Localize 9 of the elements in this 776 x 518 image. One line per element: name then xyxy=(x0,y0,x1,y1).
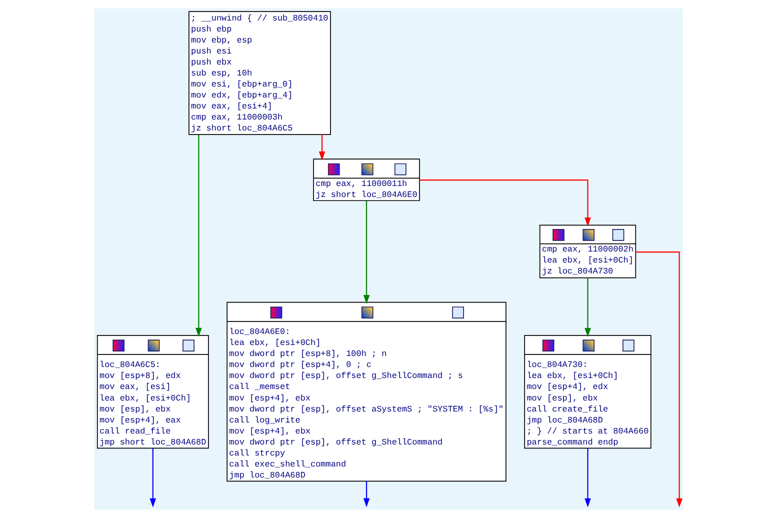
arrow xyxy=(195,134,202,337)
arrow xyxy=(635,252,682,508)
arrow xyxy=(362,481,370,508)
arrow xyxy=(149,448,156,508)
arrow xyxy=(584,278,590,337)
arrow xyxy=(318,134,325,161)
arrow xyxy=(362,200,370,304)
arrow xyxy=(419,180,590,227)
arrow xyxy=(584,448,590,508)
